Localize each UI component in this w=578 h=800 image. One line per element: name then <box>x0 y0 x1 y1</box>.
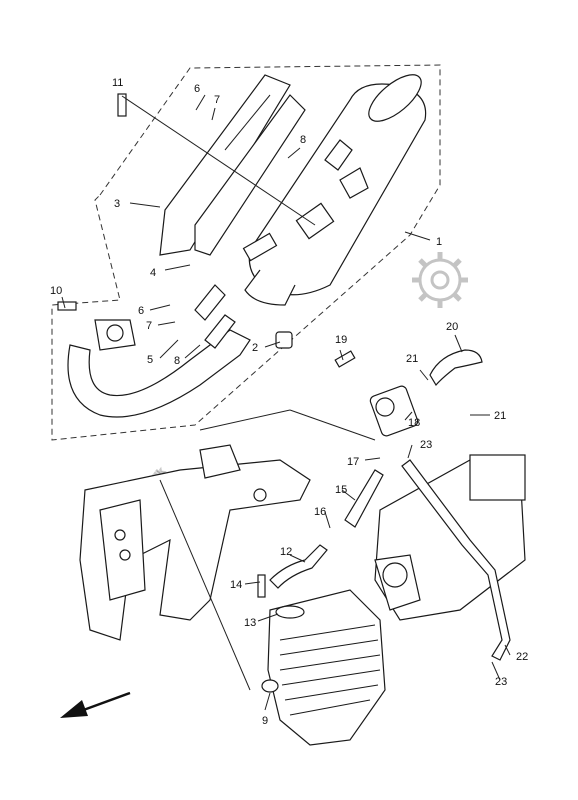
callout-12: 12 <box>280 546 292 558</box>
muffler <box>242 74 427 306</box>
callout-19: 19 <box>335 334 347 346</box>
air-cut-valve <box>369 385 419 437</box>
callout-23: 23 <box>420 439 432 451</box>
leader-lines <box>61 94 511 711</box>
callout-22: 22 <box>516 651 528 663</box>
bolt-19 <box>334 350 356 368</box>
callout-8: 8 <box>174 355 180 367</box>
callout-20: 20 <box>446 321 458 333</box>
callout-1: 1 <box>436 236 442 248</box>
gear-logo-icon <box>412 252 468 308</box>
callout-9: 9 <box>262 715 268 727</box>
callout-7: 7 <box>214 94 220 106</box>
callout-18: 18 <box>408 417 420 429</box>
hose-15 <box>344 469 384 528</box>
hose-20 <box>429 349 483 387</box>
callout-16: 16 <box>314 506 326 518</box>
callout-11: 11 <box>112 77 123 89</box>
callout-8: 8 <box>300 134 306 146</box>
callout-3: 3 <box>114 198 120 210</box>
bolt-10 <box>57 301 77 311</box>
callout-10: 10 <box>50 285 62 297</box>
pipe-12 <box>269 544 328 589</box>
frame <box>79 444 311 641</box>
callout-15: 15 <box>335 484 347 496</box>
callout-21: 21 <box>406 353 418 365</box>
callout-7: 7 <box>146 320 152 332</box>
exhaust-pipe <box>67 284 251 418</box>
callout-labels: 11 6 7 8 3 1 4 10 6 7 5 8 2 20 19 21 18 … <box>50 77 528 727</box>
callout-6: 6 <box>194 83 200 95</box>
exhaust-group-outline <box>51 64 441 441</box>
engine <box>267 454 526 746</box>
callout-17: 17 <box>347 456 359 468</box>
callout-21: 21 <box>494 410 506 422</box>
hose-22 <box>401 459 511 661</box>
gasket-13 <box>275 605 305 619</box>
gasket-9 <box>261 679 279 693</box>
callout-6: 6 <box>138 305 144 317</box>
callout-2: 2 <box>252 342 258 354</box>
callout-23: 23 <box>495 676 507 688</box>
callout-4: 4 <box>150 267 156 279</box>
bolt-14 <box>257 574 266 598</box>
damper-2 <box>275 331 293 349</box>
callout-14: 14 <box>230 579 242 591</box>
callout-5: 5 <box>147 354 153 366</box>
arrow-left-down-icon <box>60 691 131 718</box>
bolt-11 <box>117 93 127 117</box>
callout-13: 13 <box>244 617 256 629</box>
